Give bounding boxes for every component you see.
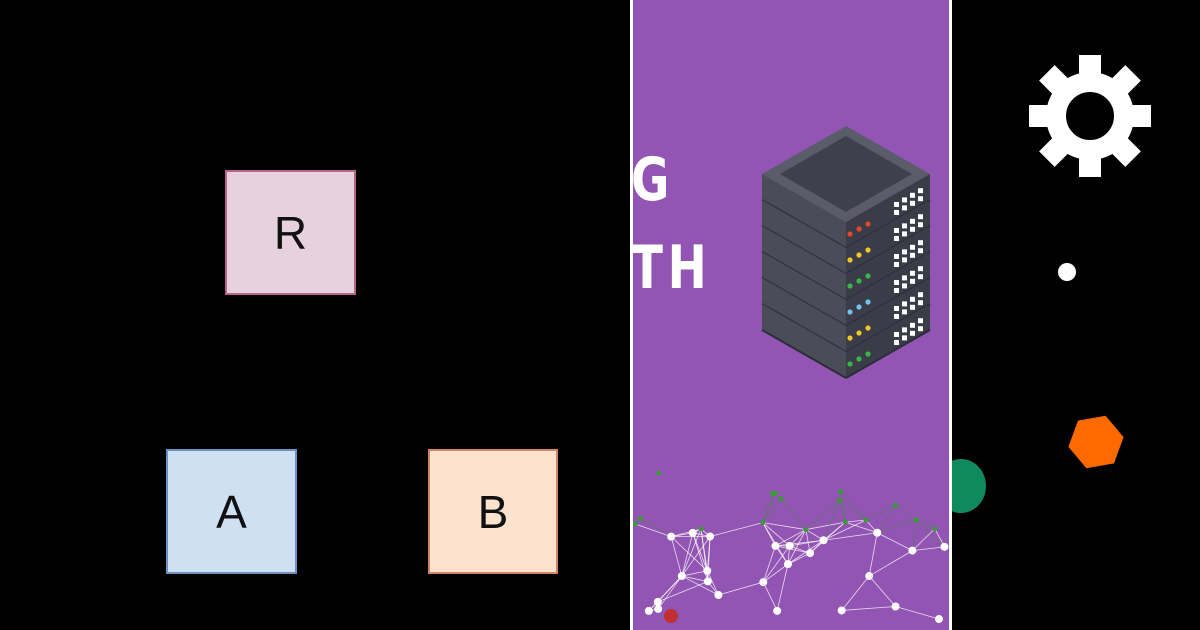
node-a: A — [166, 449, 297, 574]
dot-shape — [1058, 263, 1076, 281]
hexagon-shape — [1068, 415, 1124, 469]
network-mesh-graphic — [633, 470, 949, 624]
title-fragment-1: G — [631, 145, 675, 215]
diagram-panel: R A B — [166, 170, 558, 574]
circle-shape — [952, 459, 986, 513]
title-fragment-2: TH — [631, 233, 712, 303]
gear-icon — [1029, 55, 1151, 177]
node-b: B — [428, 449, 558, 574]
server-rack-icon — [761, 126, 931, 379]
banner-panel: G TH — [630, 0, 952, 630]
node-r: R — [225, 170, 356, 295]
shapes-panel — [952, 0, 1200, 630]
